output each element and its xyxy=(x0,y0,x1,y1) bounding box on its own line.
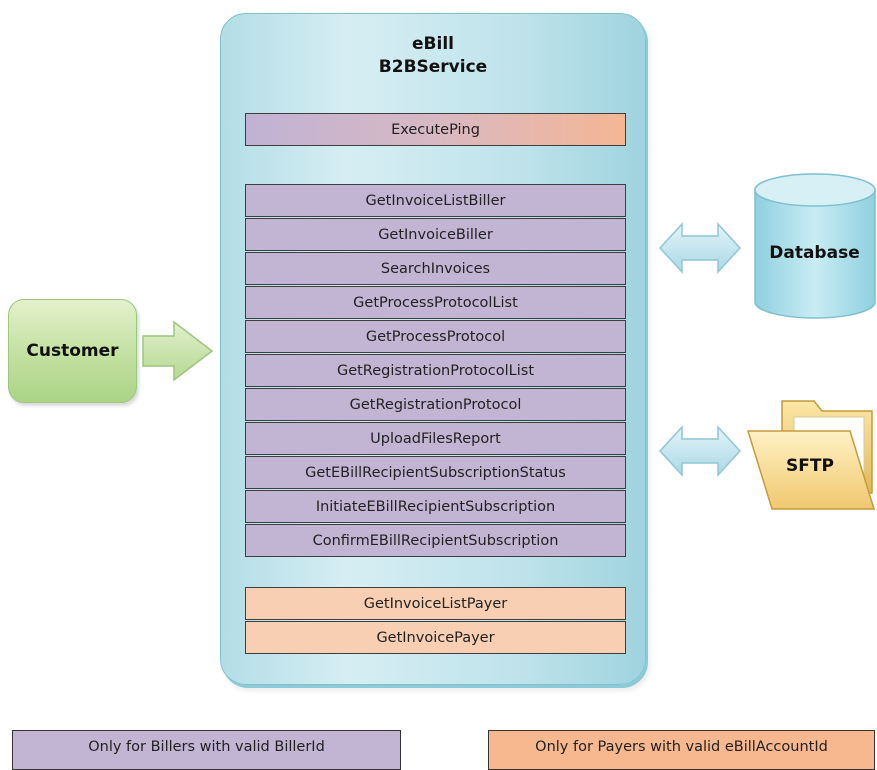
operation-biller[interactable]: GetRegistrationProtocolList xyxy=(245,354,626,387)
operation-label: GetProcessProtocolList xyxy=(353,294,518,311)
operation-label: GetEBillRecipientSubscriptionStatus xyxy=(305,464,566,481)
operation-biller[interactable]: GetInvoiceBiller xyxy=(245,218,626,251)
operation-biller[interactable]: GetProcessProtocol xyxy=(245,320,626,353)
operation-biller[interactable]: ConfirmEBillRecipientSubscription xyxy=(245,524,626,557)
operation-label: GetInvoiceListBiller xyxy=(365,192,506,209)
sftp-double-arrow-icon xyxy=(658,425,742,477)
operation-biller[interactable]: GetInvoiceListBiller xyxy=(245,184,626,217)
database-label: Database xyxy=(769,243,860,263)
database-double-arrow-icon xyxy=(658,222,742,274)
operation-label: GetRegistrationProtocol xyxy=(349,396,522,413)
sftp-folder-icon xyxy=(746,400,876,510)
operation-label: ConfirmEBillRecipientSubscription xyxy=(312,532,559,549)
customer-label: Customer xyxy=(26,341,119,361)
operation-label: GetInvoicePayer xyxy=(376,629,495,646)
operation-biller[interactable]: GetEBillRecipientSubscriptionStatus xyxy=(245,456,626,489)
operation-label: GetRegistrationProtocolList xyxy=(336,362,535,379)
operation-payer[interactable]: GetInvoiceListPayer xyxy=(245,587,626,620)
operation-biller[interactable]: InitiateEBillRecipientSubscription xyxy=(245,490,626,523)
legend-payers: Only for Payers with valid eBillAccountI… xyxy=(488,730,875,770)
operation-label: InitiateEBillRecipientSubscription xyxy=(315,498,556,515)
legend-payers-label: Only for Payers with valid eBillAccountI… xyxy=(535,739,828,755)
operation-payer[interactable]: GetInvoicePayer xyxy=(245,621,626,654)
operation-label: GetInvoiceListPayer xyxy=(363,595,508,612)
operation-biller[interactable]: UploadFilesReport xyxy=(245,422,626,455)
operation-label: GetProcessProtocol xyxy=(365,328,506,345)
operation-label: UploadFilesReport xyxy=(370,430,501,447)
b2b-service-panel: eBill B2BService ExecutePing GetInvoiceL… xyxy=(220,13,646,685)
operation-label: ExecutePing xyxy=(391,121,480,138)
service-title-ebill: eBill xyxy=(412,34,454,54)
customer-box: Customer xyxy=(8,299,137,403)
operation-label: GetInvoiceBiller xyxy=(378,226,493,243)
legend-billers-label: Only for Billers with valid BillerId xyxy=(88,739,325,755)
customer-to-service-arrow-icon xyxy=(142,320,214,382)
sftp-label: SFTP xyxy=(786,456,834,476)
database-cylinder-icon xyxy=(754,173,876,319)
operation-biller[interactable]: SearchInvoices xyxy=(245,252,626,285)
operation-biller[interactable]: GetProcessProtocolList xyxy=(245,286,626,319)
legend-billers: Only for Billers with valid BillerId xyxy=(12,730,401,770)
operation-biller[interactable]: GetRegistrationProtocol xyxy=(245,388,626,421)
operation-executeping[interactable]: ExecutePing xyxy=(245,113,626,146)
service-title-b2bservice: B2BService xyxy=(378,57,488,77)
operation-label: SearchInvoices xyxy=(380,260,491,277)
